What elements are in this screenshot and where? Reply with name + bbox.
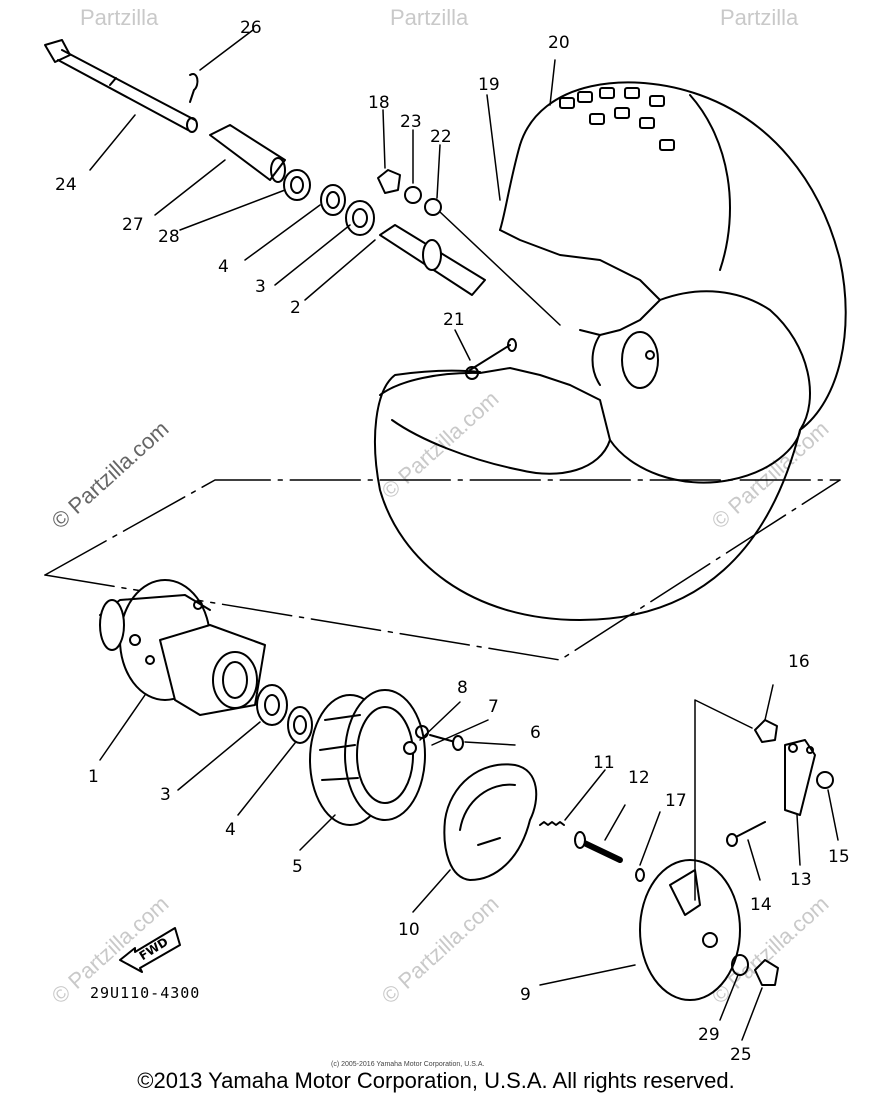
callout-16: 16 — [788, 652, 810, 672]
oil-seal — [284, 170, 310, 200]
callout-19: 19 — [478, 75, 500, 95]
watermark-top-1: Partzilla — [80, 5, 159, 30]
tire — [375, 82, 846, 620]
callout-20: 20 — [548, 33, 570, 53]
callout-7: 7 — [488, 697, 499, 717]
spacer — [380, 225, 485, 295]
cotter-pin — [190, 74, 197, 102]
callout-27: 27 — [122, 215, 144, 235]
small-copyright: (c) 2005-2016 Yamaha Motor Corporation, … — [331, 1061, 484, 1068]
callout-6: 6 — [530, 723, 541, 743]
seal-4-lower — [288, 707, 312, 743]
leader-lines — [90, 30, 838, 1040]
callout-29: 29 — [698, 1025, 720, 1045]
spring — [540, 822, 564, 825]
watermark-left: © Partzilla.com — [47, 416, 174, 534]
callout-2: 2 — [290, 298, 301, 318]
callout-28: 28 — [158, 227, 180, 247]
washer-29 — [732, 955, 748, 975]
fwd-arrow — [120, 928, 180, 972]
callout-17: 17 — [665, 791, 687, 811]
brake-shoe — [444, 764, 536, 880]
part-code: 29U110-4300 — [90, 984, 200, 1002]
bolt-6-head — [453, 736, 463, 750]
brake-drum — [310, 690, 425, 825]
callout-5: 5 — [292, 857, 303, 877]
callouts: 26 20 18 19 23 22 24 27 28 4 3 2 21 16 8… — [55, 18, 850, 1065]
callout-3-top: 3 — [255, 277, 266, 297]
callout-9: 9 — [520, 985, 531, 1005]
nut-25 — [755, 960, 778, 985]
hub — [100, 580, 265, 715]
nut-15 — [817, 772, 833, 788]
brake-lever — [785, 740, 815, 815]
watermark-bottom-2: © Partzilla.com — [377, 891, 504, 1009]
bearing-3-lower — [257, 685, 287, 725]
bolt-6 — [430, 735, 455, 742]
callout-13: 13 — [790, 870, 812, 890]
callout-23: 23 — [400, 112, 422, 132]
callout-10: 10 — [398, 920, 420, 940]
bearing-top — [321, 185, 345, 215]
camshaft — [575, 832, 620, 860]
watermark-right: © Partzilla.com — [707, 416, 834, 534]
watermark-top-2: Partzilla — [390, 5, 469, 30]
callout-4-lower: 4 — [225, 820, 236, 840]
callout-8: 8 — [457, 678, 468, 698]
callout-3-lower: 3 — [160, 785, 171, 805]
nut-16 — [755, 720, 777, 742]
pin-17 — [636, 869, 644, 881]
watermark-top-3: Partzilla — [720, 5, 799, 30]
washer-22 — [425, 199, 441, 215]
callout-15: 15 — [828, 847, 850, 867]
callout-24: 24 — [55, 175, 77, 195]
washer-23 — [405, 187, 421, 203]
bolt-14-head — [727, 834, 737, 846]
callout-25: 25 — [730, 1045, 752, 1065]
callout-26: 26 — [240, 18, 262, 38]
collar — [210, 125, 285, 182]
callout-1: 1 — [88, 767, 99, 787]
callout-18: 18 — [368, 93, 390, 113]
axle-bolt — [45, 40, 197, 132]
callout-11: 11 — [593, 753, 615, 773]
callout-4-top: 4 — [218, 257, 229, 277]
callout-21: 21 — [443, 310, 465, 330]
nut-18 — [378, 170, 400, 193]
bearing-3-top — [346, 201, 374, 235]
valve — [466, 339, 516, 379]
callout-14: 14 — [750, 895, 772, 915]
copyright-notice: ©2013 Yamaha Motor Corporation, U.S.A. A… — [137, 1068, 735, 1093]
callout-22: 22 — [430, 127, 452, 147]
callout-12: 12 — [628, 768, 650, 788]
brake-plate — [640, 860, 740, 1000]
